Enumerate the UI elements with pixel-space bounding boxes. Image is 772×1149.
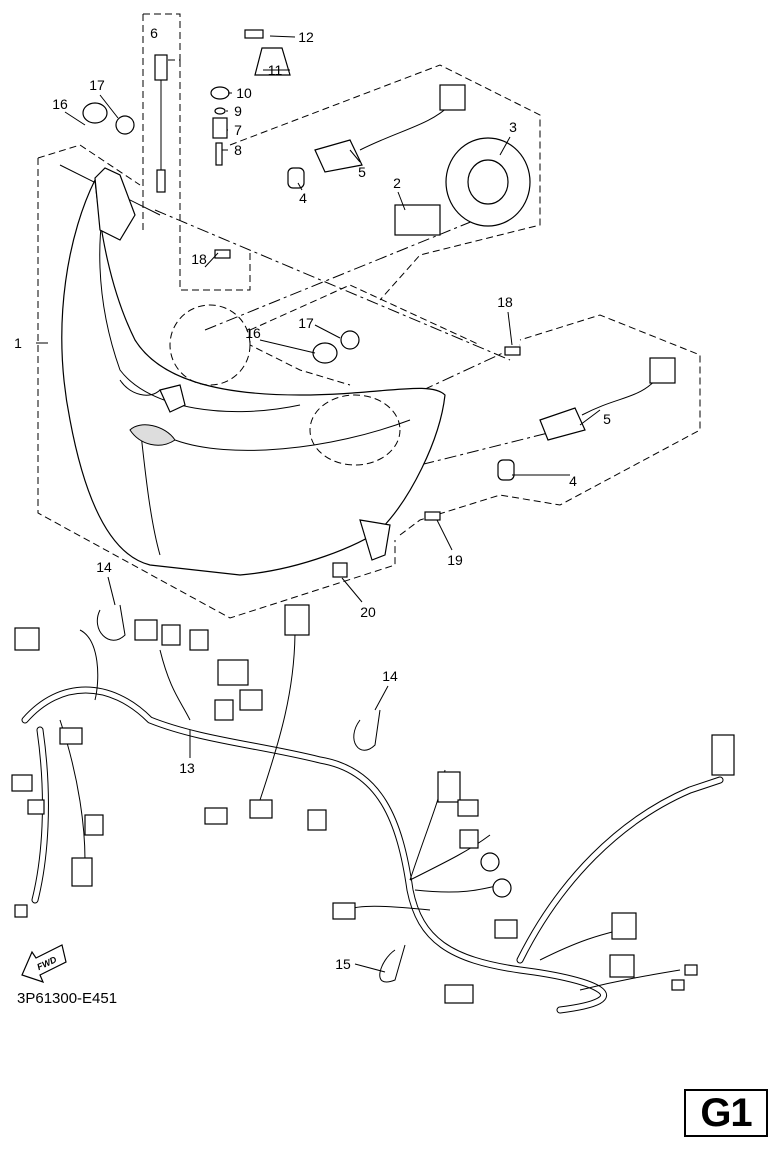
connectors	[11, 604, 735, 1004]
callout-10: 10	[236, 85, 252, 101]
forward-direction-arrow: FWD	[21, 944, 67, 983]
speedometer-cable-parts	[82, 29, 521, 578]
callout-14: 14	[382, 668, 398, 684]
headlight-assembly	[61, 167, 446, 576]
callout-18: 18	[191, 251, 207, 267]
callout-1: 1	[14, 335, 22, 351]
callout-4: 4	[569, 473, 577, 489]
callout-9: 9	[234, 103, 242, 119]
callout-19: 19	[447, 552, 463, 568]
callout-4: 4	[299, 190, 307, 206]
callout-20: 20	[360, 604, 376, 620]
callout-6: 6	[150, 25, 158, 41]
callout-12: 12	[298, 29, 314, 45]
diagram-code: 3P61300-E451	[17, 990, 118, 1007]
bulbs-and-sockets	[287, 84, 676, 481]
callout-17: 17	[89, 77, 105, 93]
leader-lines	[64, 35, 601, 973]
callout-5: 5	[358, 164, 366, 180]
callout-13: 13	[179, 760, 195, 776]
wire-harness	[11, 604, 735, 1014]
callout-17: 17	[298, 315, 314, 331]
callout-3: 3	[509, 119, 517, 135]
callout-15: 15	[335, 956, 351, 972]
callout-8: 8	[234, 142, 242, 158]
callout-18: 18	[497, 294, 513, 310]
clamps	[96, 604, 406, 983]
callout-labels: 1 2 3 4 4 5 5 6 7 8 9 10 11 12 13 14 14 …	[14, 25, 611, 972]
callout-7: 7	[234, 122, 242, 138]
callout-16: 16	[245, 325, 261, 341]
page-tag: G1	[684, 1089, 768, 1137]
callout-11: 11	[268, 62, 283, 78]
callout-16: 16	[52, 96, 68, 112]
callout-2: 2	[393, 175, 401, 191]
callout-5: 5	[603, 411, 611, 427]
callout-14: 14	[96, 559, 112, 575]
